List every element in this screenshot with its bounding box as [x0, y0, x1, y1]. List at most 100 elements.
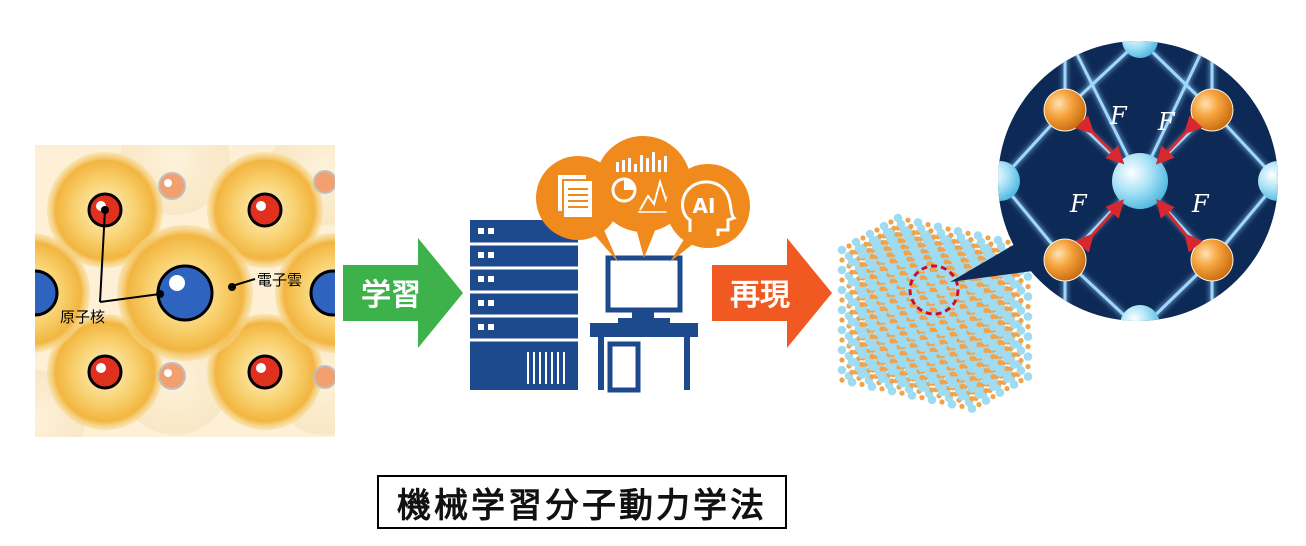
lattice-atom-orange	[929, 387, 935, 393]
lattice-atom-orange	[839, 317, 845, 323]
blue-nucleus-group	[35, 264, 335, 322]
desktop-computer-icon	[590, 255, 698, 393]
lattice-atom-blue	[837, 245, 847, 255]
lattice-atom-orange	[909, 262, 915, 268]
lattice-atom-orange	[899, 370, 905, 376]
lattice-atom-orange	[1004, 366, 1010, 372]
lattice-atom-blue	[1009, 360, 1019, 369]
lattice-atom-blue	[957, 332, 967, 341]
lattice-atom-blue	[937, 287, 947, 297]
lattice-atom-orange	[899, 270, 905, 276]
lattice-atom-orange	[928, 228, 934, 234]
lattice-atom-blue	[967, 404, 977, 413]
lattice-atom-orange	[931, 234, 937, 240]
lattice-atom-orange	[879, 366, 885, 372]
lattice-atom-blue	[867, 302, 877, 311]
lattice-atom-orange	[879, 386, 885, 392]
lattice-atom-blue	[981, 296, 991, 305]
lattice-atom-blue	[877, 374, 887, 384]
lattice-atom-orange	[877, 233, 883, 239]
lattice-atom-blue	[917, 363, 927, 372]
nucleus-label: 原子核	[60, 308, 105, 326]
lattice-atom-orange	[963, 263, 969, 269]
lattice-atom-orange	[846, 243, 852, 249]
lattice-atom-orange	[869, 354, 875, 360]
lattice-atom-blue	[907, 351, 917, 360]
lattice-atom-blue	[967, 384, 977, 393]
lattice-atom-orange	[899, 350, 905, 356]
lattice-atom-blue	[897, 258, 907, 268]
lattice-atom-blue	[847, 257, 857, 267]
lattice-atom-orange	[909, 342, 915, 348]
atom-panel: 電子雲 原子核	[35, 145, 335, 437]
lattice-atom-orange	[997, 320, 1003, 326]
nucleus-leader-lines	[99, 206, 256, 303]
lattice-atom-blue	[897, 318, 907, 328]
lattice-atom-blue	[857, 370, 867, 379]
lattice-atom-blue	[1023, 292, 1033, 301]
caption-box: 機械学習分子動力学法	[377, 475, 787, 529]
lattice-atom-blue	[877, 294, 887, 304]
lattice-atom-orange	[908, 223, 914, 229]
server-rack-icon	[470, 220, 578, 390]
lattice-atom-orange	[997, 300, 1003, 306]
lattice-atom-blue	[877, 354, 887, 364]
lattice-atom-blue	[957, 292, 967, 301]
lattice-atom-blue	[857, 250, 867, 259]
lattice-atom-blue	[857, 290, 867, 299]
lattice-atom-orange	[849, 329, 855, 335]
lattice-atom-blue	[927, 395, 937, 405]
lattice-atom-blue	[857, 350, 867, 359]
lattice-atom-orange	[869, 334, 875, 340]
lattice-atom-orange	[983, 308, 989, 314]
lattice-atom-orange	[968, 237, 974, 243]
lattice-atom-orange	[997, 340, 1003, 346]
lattice-atom-blue	[837, 325, 847, 335]
lattice-atom-blue	[981, 356, 991, 365]
lattice-atom-orange	[976, 302, 982, 308]
lattice-atom-orange	[1025, 324, 1031, 330]
lattice-atom-blue	[947, 359, 957, 369]
lattice-atom-orange	[899, 310, 905, 316]
lattice-atom-orange	[859, 301, 865, 307]
lattice-atom-blue	[847, 317, 857, 327]
lattice-atom-blue	[897, 278, 907, 288]
lattice-atom-orange	[917, 242, 923, 248]
lattice-atom-blue	[1002, 334, 1012, 343]
lattice-atom-blue	[974, 310, 984, 319]
lattice-atom-orange	[869, 274, 875, 280]
lattice-atom-blue	[897, 298, 907, 308]
lattice-atom-blue	[897, 358, 907, 368]
lattice-atom-orange	[899, 330, 905, 336]
lattice-atom-blue	[927, 335, 937, 345]
ai-bubble: AI	[666, 164, 750, 262]
bar-chart-icon	[616, 152, 667, 172]
lattice-atom-orange	[926, 261, 932, 267]
lattice-atom-orange	[919, 355, 925, 361]
lattice-atom-orange	[863, 241, 869, 247]
lattice-atom-orange	[997, 380, 1003, 386]
lattice-atom-orange	[1018, 338, 1024, 344]
lattice-atom-orange	[849, 249, 855, 255]
lattice-atom-orange	[900, 244, 906, 250]
lattice-atom-orange	[943, 259, 949, 265]
lattice-atom-blue	[917, 383, 927, 392]
lattice-atom-blue	[867, 362, 877, 371]
force-label-bottom-left: F	[1069, 190, 1088, 218]
lattice-atom-blue	[1009, 340, 1019, 349]
lattice-atom-blue	[1016, 326, 1026, 335]
lattice-atom-blue	[897, 338, 907, 348]
lattice-atom-blue	[887, 386, 897, 396]
lattice-atom-blue	[988, 322, 998, 331]
lattice-atom-blue	[1002, 274, 1012, 283]
lattice-atom-orange	[1018, 378, 1024, 384]
lattice-atom-orange	[949, 331, 955, 337]
lattice-atom-orange	[1011, 372, 1017, 378]
lattice-atom-orange	[990, 374, 996, 380]
lattice-atom-blue	[927, 275, 937, 285]
lattice-atom-blue	[927, 295, 937, 305]
force-labels: F F F F	[1069, 102, 1210, 218]
lattice-atom-blue	[837, 265, 847, 275]
lattice-atom-orange	[939, 339, 945, 345]
force-label-top-left: F	[1109, 102, 1128, 130]
